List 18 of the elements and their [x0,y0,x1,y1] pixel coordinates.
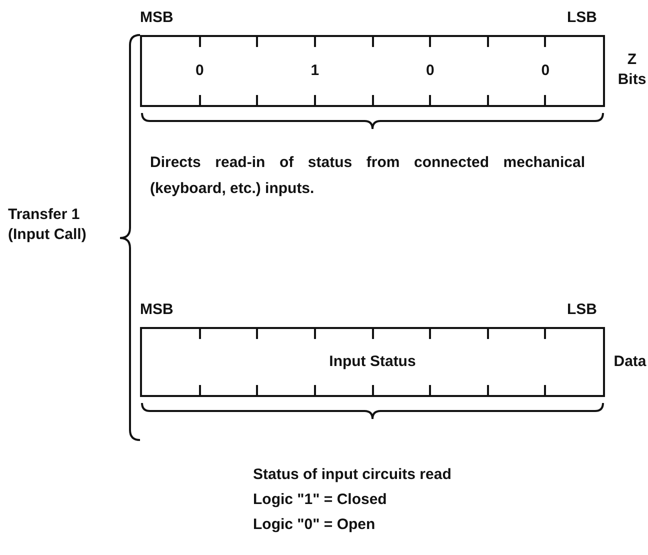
group-label: Transfer 1 (Input Call) [8,205,88,245]
bit-order-label: LSB [567,300,597,320]
register-box [140,35,605,107]
bit-value: 0 [194,61,205,81]
description-text: Logic "1" = Closed [253,490,387,510]
bit-value: 0 [540,61,551,81]
register-box [140,327,605,397]
bit-value: 1 [310,61,320,81]
description-text: Directs read-in of status from connected mechanical (keyboard, etc.) inputs. [150,153,585,199]
field-value: Input Status [328,352,417,372]
description-text: Logic "0" = Open [253,515,376,535]
bit-order-label: LSB [567,8,597,28]
bit-order-label: MSB [140,8,174,28]
field-label: Data [612,352,648,372]
bit-order-label: MSB [140,300,174,320]
field-label: Z Bits [616,50,648,90]
description-text: Status of input circuits read [253,465,452,485]
bit-value: 0 [424,61,436,81]
